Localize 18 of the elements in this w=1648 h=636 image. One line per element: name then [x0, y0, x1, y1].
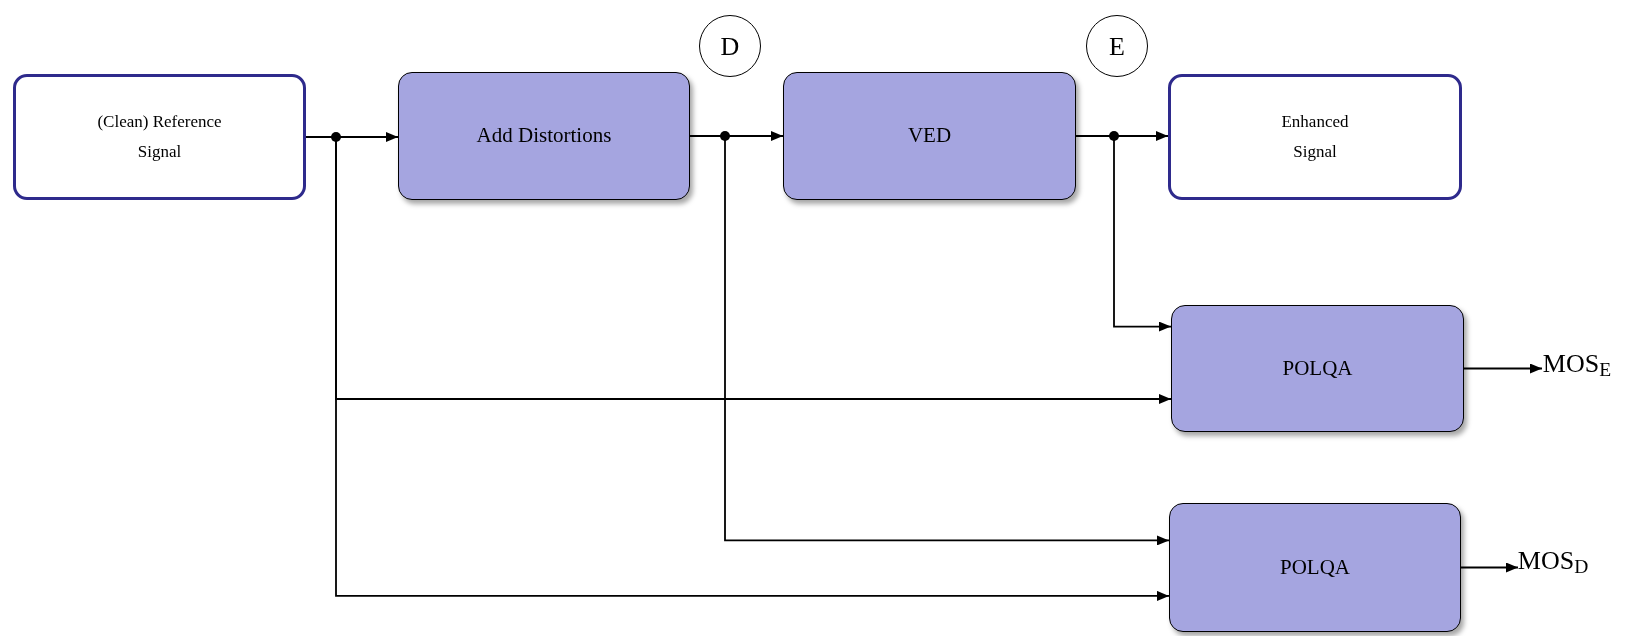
process-box	[1169, 503, 1461, 632]
signal-box	[1168, 74, 1462, 200]
node-label: MOS$_{D}$	[1517, 544, 1589, 580]
process-box	[783, 72, 1076, 200]
node-label: Add Distortions	[476, 122, 612, 150]
node-label: (Clean) Reference Signal	[96, 111, 223, 163]
arrow	[1460, 562, 1519, 573]
node-label: MOS$_{E}$	[1542, 347, 1612, 383]
node-label: D	[720, 30, 740, 63]
process-box	[1171, 305, 1464, 432]
node-label: E	[1109, 30, 1125, 63]
node-label: POLQA	[1282, 354, 1353, 382]
node-label: Enhanced Signal	[1280, 111, 1350, 163]
node-label: VED	[907, 122, 952, 150]
signal-box	[13, 74, 306, 200]
node-label: POLQA	[1280, 553, 1350, 581]
arrow	[1463, 363, 1543, 374]
process-box	[398, 72, 690, 200]
